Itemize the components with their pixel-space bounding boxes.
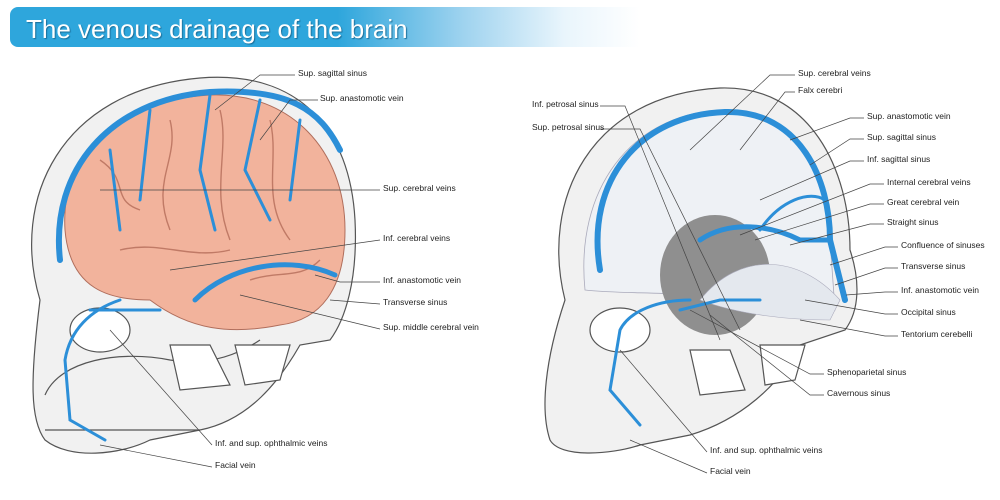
- label-sup-petrosal-sinus: Sup. petrosal sinus: [532, 122, 605, 132]
- label-facial-vein: Facial vein: [710, 466, 751, 476]
- label-ophthalmic-veins: Inf. and sup. ophthalmic veins: [215, 438, 328, 448]
- label-occipital-sinus: Occipital sinus: [901, 307, 956, 317]
- left-veins: [55, 88, 343, 442]
- label-transverse-sinus: Transverse sinus: [901, 261, 966, 271]
- label-ophthalmic-veins: Inf. and sup. ophthalmic veins: [710, 445, 823, 455]
- label-sup-sagittal-sinus: Sup. sagittal sinus: [867, 132, 936, 142]
- label-straight-sinus: Straight sinus: [887, 217, 939, 227]
- label-sup-anastomotic-vein: Sup. anastomotic vein: [320, 93, 404, 103]
- label-sup-sagittal-sinus: Sup. sagittal sinus: [298, 68, 367, 78]
- label-falx-cerebri: Falx cerebri: [798, 85, 843, 95]
- right-veins: [594, 108, 848, 427]
- title-banner: The venous drainage of the brain: [10, 7, 640, 47]
- label-tentorium-cerebelli: Tentorium cerebelli: [901, 329, 973, 339]
- label-inf-petrosal-sinus: Inf. petrosal sinus: [532, 99, 599, 109]
- label-great-cerebral-vein: Great cerebral vein: [887, 197, 960, 207]
- left-brain: [64, 94, 346, 331]
- label-sphenoparietal-sinus: Sphenoparietal sinus: [827, 367, 907, 377]
- label-transverse-sinus: Transverse sinus: [383, 297, 448, 307]
- label-inf-anastomotic-vein: Inf. anastomotic vein: [383, 275, 461, 285]
- label-sup-cerebral-veins: Sup. cerebral veins: [383, 183, 456, 193]
- label-internal-cerebral-veins: Internal cerebral veins: [887, 177, 971, 187]
- label-inf-sagittal-sinus: Inf. sagittal sinus: [867, 154, 931, 164]
- page-title: The venous drainage of the brain: [26, 14, 408, 44]
- label-sup-anastomotic-vein: Sup. anastomotic vein: [867, 111, 951, 121]
- label-sup-cerebral-veins: Sup. cerebral veins: [798, 68, 871, 78]
- label-cavernous-sinus: Cavernous sinus: [827, 388, 891, 398]
- label-facial-vein: Facial vein: [215, 460, 256, 470]
- label-inf-cerebral-veins: Inf. cerebral veins: [383, 233, 451, 243]
- label-inf-anastomotic-vein: Inf. anastomotic vein: [901, 285, 979, 295]
- label-sup-middle-cerebral-vein: Sup. middle cerebral vein: [383, 322, 479, 332]
- leader-lines: [99, 74, 898, 474]
- label-confluence-of-sinuses: Confluence of sinuses: [901, 240, 985, 250]
